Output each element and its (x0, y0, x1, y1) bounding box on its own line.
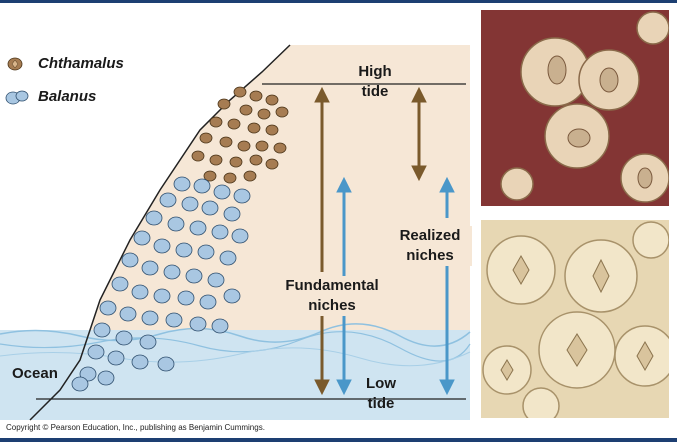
chthamalus-realized-arrow (411, 86, 427, 182)
rock-outline (29, 44, 291, 421)
balanus-cluster (71, 176, 251, 392)
chthamalus-legend-icon (7, 57, 23, 71)
high-tide-label: High tide (358, 63, 392, 100)
balanus-fundamental-arrow (439, 176, 455, 396)
balanus-legend-icon (5, 90, 29, 105)
ocean-label: Ocean (12, 365, 58, 382)
top-rule (0, 0, 677, 3)
balanus-photo (481, 220, 669, 418)
fundamental-niches-label: Fundamental niches (276, 276, 388, 316)
realized-niches-label: Realized niches (388, 226, 472, 266)
bottom-rule (0, 438, 677, 442)
legend-balanus-label: Balanus (38, 88, 97, 105)
low-tide-label: Low tide (366, 375, 396, 412)
chthamalus-cluster (191, 86, 289, 184)
chthamalus-photo (481, 10, 669, 206)
rock-zone (30, 45, 470, 420)
legend-chthamalus-label: Chthamalus (38, 55, 124, 72)
fundamental-niches-arrow (314, 86, 330, 396)
copyright-text: Copyright © Pearson Education, Inc., pub… (6, 423, 265, 432)
